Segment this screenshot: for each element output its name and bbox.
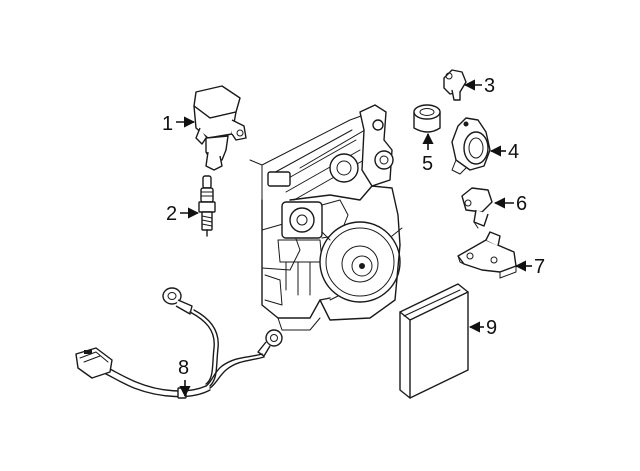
callout-4: 4	[489, 141, 519, 163]
callout-3: 3	[463, 75, 495, 97]
sensor-housing-part-4	[451, 117, 491, 175]
bracket-part-7	[457, 231, 517, 279]
callout-label-3: 3	[484, 75, 495, 97]
callout-8: 8	[178, 357, 191, 398]
control-module-part-9	[399, 283, 469, 399]
callout-2: 2	[166, 203, 200, 225]
callout-1: 1	[162, 113, 196, 135]
knock-sensor-harness-part-8	[75, 287, 283, 399]
callout-label-6: 6	[516, 193, 527, 215]
callout-5: 5	[422, 132, 434, 175]
sensor-part-6	[461, 187, 493, 229]
callout-label-7: 7	[534, 256, 545, 278]
ignition-coil-part-1	[193, 85, 247, 171]
callout-label-2: 2	[166, 203, 177, 225]
callout-7: 7	[514, 256, 545, 278]
callout-label-9: 9	[486, 317, 497, 339]
callout-label-5: 5	[422, 153, 433, 175]
bushing-part-5	[413, 104, 441, 133]
callout-label-8: 8	[178, 357, 189, 379]
callout-9: 9	[468, 317, 497, 339]
callout-label-4: 4	[508, 141, 519, 163]
callout-label-1: 1	[162, 113, 173, 135]
spark-plug-part-2	[198, 175, 216, 237]
callout-6: 6	[493, 193, 527, 215]
sensor-part-3	[443, 69, 467, 101]
engine-block-illustration	[249, 104, 403, 331]
